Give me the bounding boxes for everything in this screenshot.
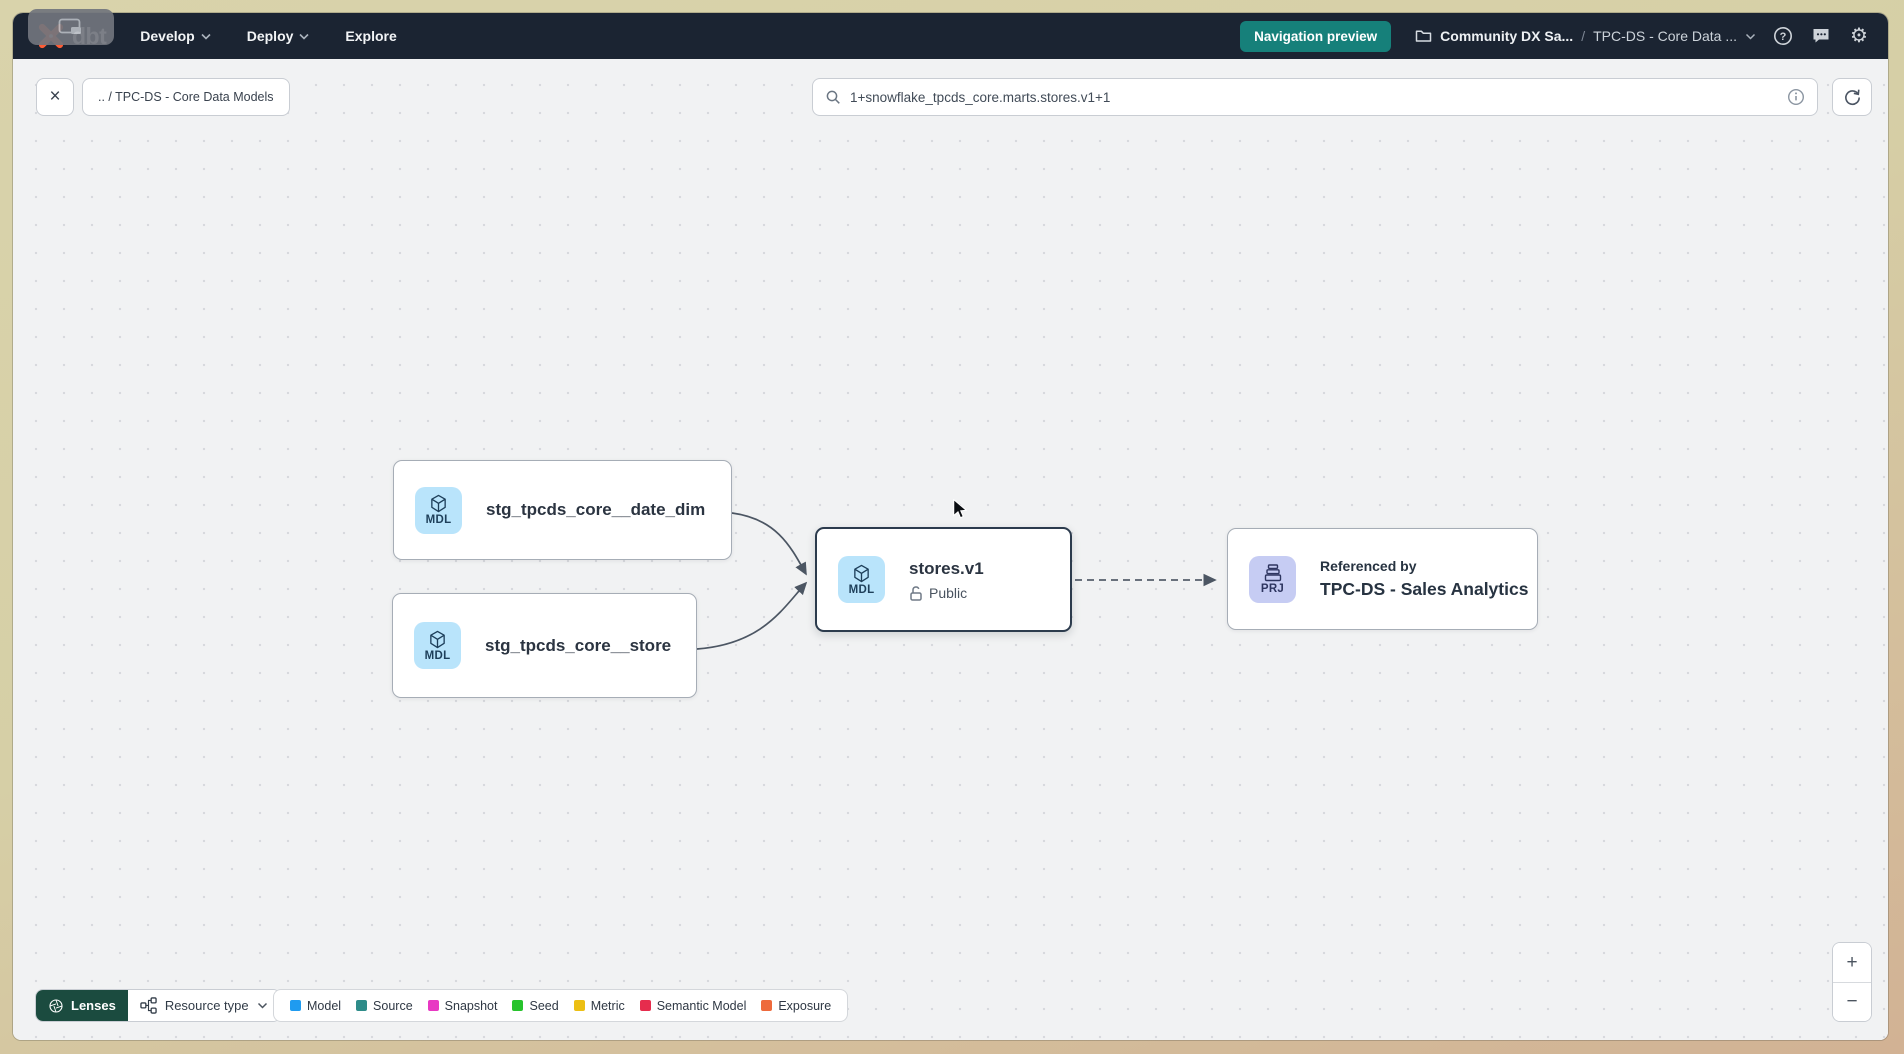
legend-item-metric: Metric	[573, 999, 625, 1013]
navbar-right: Navigation preview Community DX Sa... / …	[1240, 20, 1870, 52]
legend-swatch-exposure	[761, 1000, 773, 1011]
legend-item-exposure: Exposure	[761, 999, 831, 1013]
resource-legend: Model Source Snapshot Seed Metric Semant…	[273, 989, 849, 1022]
zoom-out-button[interactable]: −	[1833, 982, 1871, 1021]
model-icon-tile: MDL	[415, 486, 462, 534]
svg-text:?: ?	[1780, 31, 1787, 43]
screen-share-pill	[28, 9, 114, 45]
archive-stack-icon	[1264, 563, 1281, 581]
access-row: Public	[909, 585, 984, 601]
chevron-down-icon	[299, 33, 309, 40]
menu-explore[interactable]: Explore	[345, 28, 397, 44]
node-label: stg_tpcds_core__date_dim	[486, 500, 706, 519]
node-stores-v1[interactable]: MDL stores.v1 Public	[815, 527, 1072, 632]
legend-swatch-snapshot	[427, 1000, 439, 1011]
cube-icon	[430, 630, 445, 648]
chevron-down-icon[interactable]	[1745, 33, 1756, 40]
cube-icon	[854, 564, 869, 582]
close-button[interactable]: ×	[36, 78, 74, 116]
breadcrumb-separator: /	[1581, 28, 1586, 44]
close-icon: ×	[49, 86, 61, 107]
project-name: TPC-DS - Sales Analytics	[1320, 579, 1529, 599]
legend-item-seed: Seed	[512, 999, 559, 1013]
referenced-by-label: Referenced by	[1320, 558, 1417, 574]
edge-date-dim-to-stores	[731, 512, 807, 576]
lens-controls: Lenses Resource type	[35, 989, 281, 1022]
top-navbar: dbt Develop Deploy Explore Navigation pr…	[13, 13, 1888, 59]
menu-deploy[interactable]: Deploy	[247, 28, 310, 44]
node-label: stg_tpcds_core__store	[485, 635, 672, 655]
cube-icon	[431, 494, 446, 513]
unlocked-icon	[910, 585, 922, 601]
breadcrumb-account[interactable]: Community DX Sa...	[1440, 28, 1574, 44]
lineage-search	[812, 78, 1818, 116]
navigation-preview-badge[interactable]: Navigation preview	[1240, 20, 1392, 52]
refresh-button[interactable]	[1832, 78, 1872, 116]
node-label: stores.v1	[909, 558, 984, 578]
lineage-path-chip[interactable]: .. / TPC-DS - Core Data Models	[82, 78, 290, 116]
search-icon	[826, 90, 840, 104]
chevron-down-icon	[257, 1002, 267, 1009]
breadcrumb-project[interactable]: TPC-DS - Core Data ...	[1593, 28, 1737, 44]
legend-swatch-model	[290, 1000, 301, 1011]
legend-item-source: Source	[356, 999, 413, 1013]
resource-type-dropdown[interactable]: Resource type	[127, 990, 280, 1021]
search-input[interactable]	[850, 89, 1778, 105]
legend-item-snapshot: Snapshot	[427, 999, 497, 1013]
canvas-zoom-controls: + −	[1832, 942, 1872, 1022]
legend-swatch-metric	[573, 1000, 585, 1011]
menu-develop[interactable]: Develop	[140, 28, 211, 44]
access-label: Public	[929, 584, 968, 601]
window-pip-icon	[58, 18, 81, 34]
legend-swatch-seed	[512, 1000, 524, 1011]
edge-store-to-stores	[696, 581, 808, 650]
refresh-icon	[1844, 89, 1860, 105]
resource-graph-icon	[140, 997, 157, 1014]
lenses-button[interactable]: Lenses	[36, 990, 128, 1021]
chevron-down-icon	[201, 33, 211, 40]
legend-swatch-semantic-model	[639, 1000, 651, 1011]
node-stg-tpcds-core-store[interactable]: MDL stg_tpcds_core__store	[392, 593, 697, 698]
lens-aperture-icon	[49, 998, 63, 1013]
feedback-chat-icon[interactable]	[1810, 25, 1832, 47]
legend-swatch-source	[356, 1000, 368, 1011]
mouse-cursor	[953, 499, 968, 519]
settings-gear-icon[interactable]: ⚙	[1850, 25, 1868, 47]
folder-icon	[1415, 30, 1432, 42]
app-window: dbt Develop Deploy Explore Navigation pr…	[13, 13, 1888, 1040]
model-icon-tile: MDL	[414, 622, 461, 669]
help-icon[interactable]: ?	[1772, 25, 1794, 47]
project-icon-tile: PRJ	[1249, 555, 1296, 603]
node-stg-tpcds-core-date-dim[interactable]: MDL stg_tpcds_core__date_dim	[393, 460, 732, 560]
zoom-in-button[interactable]: +	[1833, 943, 1871, 982]
info-icon[interactable]	[1787, 88, 1805, 106]
legend-item-semantic-model: Semantic Model	[639, 999, 746, 1013]
legend-item-model: Model	[290, 999, 341, 1013]
node-referenced-project[interactable]: PRJ Referenced by TPC-DS - Sales Analyti…	[1227, 528, 1538, 630]
model-icon-tile: MDL	[838, 556, 885, 603]
lineage-canvas[interactable]: × .. / TPC-DS - Core Data Models	[13, 59, 1888, 1040]
breadcrumb: Community DX Sa... / TPC-DS - Core Data …	[1415, 28, 1756, 44]
